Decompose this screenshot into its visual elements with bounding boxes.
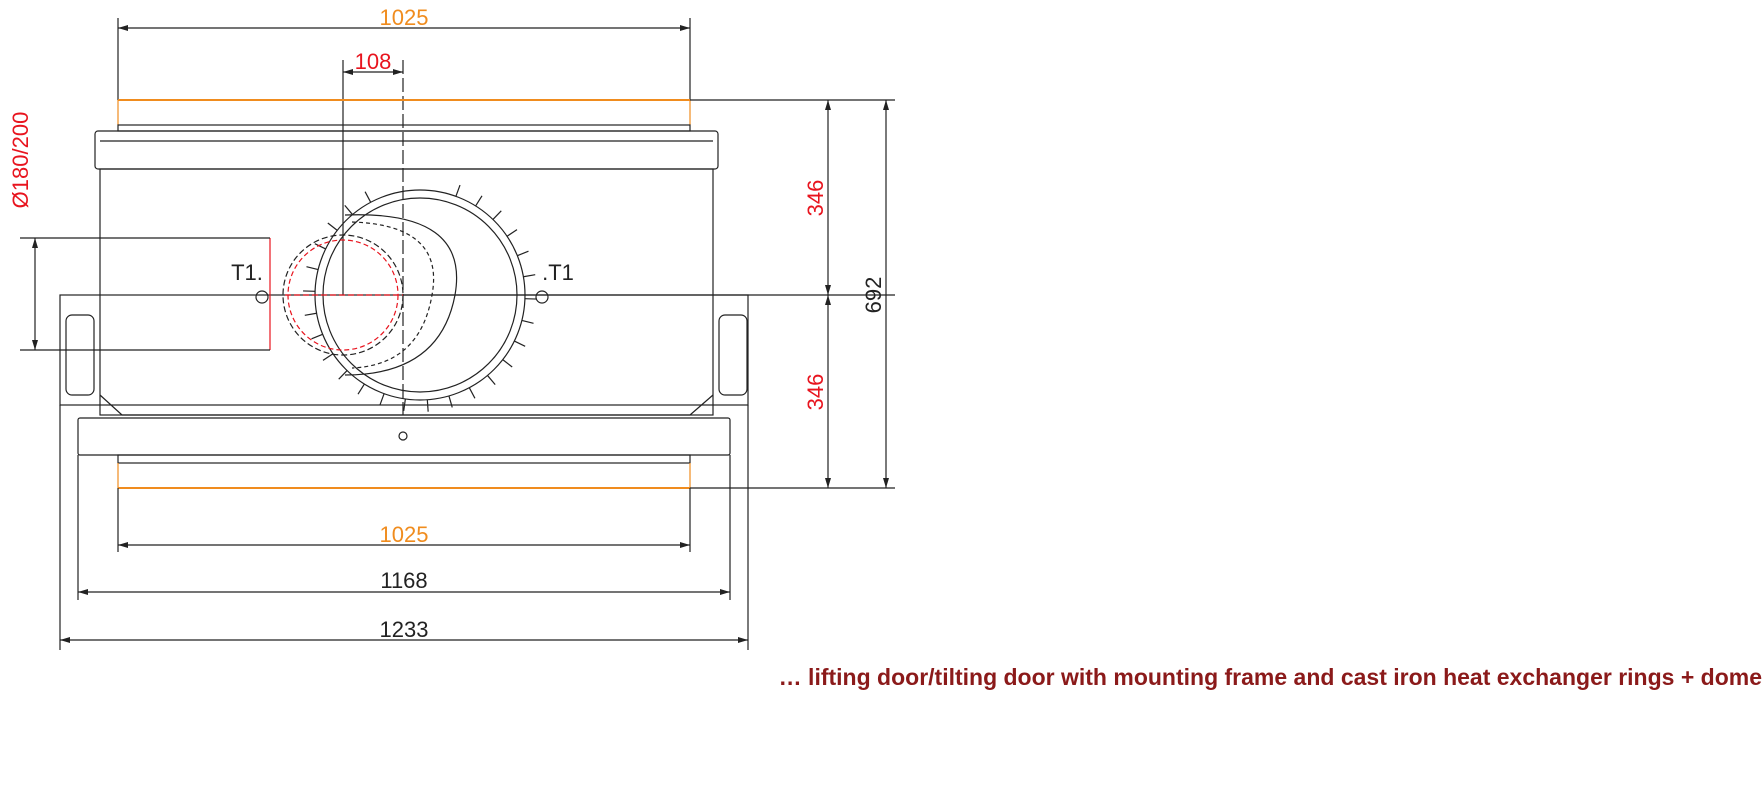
ring-fin bbox=[521, 319, 534, 324]
ring-fin bbox=[492, 210, 502, 220]
ring-fin bbox=[338, 370, 348, 380]
ring-fin bbox=[379, 393, 385, 406]
ring-fin bbox=[304, 312, 317, 316]
t1-left-label: T1. bbox=[231, 260, 263, 285]
dim-vertical bbox=[825, 100, 889, 488]
firebox-body bbox=[59, 168, 749, 416]
dim-label-1168: 1168 bbox=[380, 568, 427, 593]
dim-bottom bbox=[59, 405, 749, 650]
dim-label-lower-346: 346 bbox=[803, 374, 828, 411]
heat-exchanger-ring bbox=[303, 184, 537, 412]
dim-label-bottom-1025: 1025 bbox=[380, 522, 429, 547]
t1-right-label: .T1 bbox=[542, 260, 574, 285]
ring-fin bbox=[314, 243, 326, 250]
ring-fin bbox=[455, 184, 461, 197]
ring-fin bbox=[357, 383, 365, 395]
ring-fin bbox=[506, 229, 518, 237]
ring-fin bbox=[306, 266, 319, 271]
ring-fin bbox=[403, 398, 406, 411]
ring-fin bbox=[468, 387, 476, 399]
dim-label-1233: 1233 bbox=[380, 617, 429, 642]
ring-fin bbox=[322, 353, 334, 361]
ring-fin bbox=[517, 250, 529, 257]
ring-fin bbox=[364, 191, 372, 203]
lower-mounting-frame bbox=[77, 417, 895, 489]
dim-label-flue-diameter: Ø180/200 bbox=[8, 112, 33, 209]
flue-outlet bbox=[20, 234, 895, 356]
ring-fin bbox=[426, 399, 429, 412]
caption: … lifting door/tilting door with mountin… bbox=[778, 664, 1762, 690]
ring-fin bbox=[344, 204, 353, 215]
dim-top-1025 bbox=[117, 18, 691, 100]
dim-label-top-1025: 1025 bbox=[380, 5, 429, 30]
ring-fin bbox=[487, 375, 496, 386]
upper-mounting-frame bbox=[94, 99, 895, 170]
dim-label-upper-346: 346 bbox=[803, 180, 828, 217]
ring-fin bbox=[514, 340, 526, 347]
ring-fin bbox=[475, 195, 483, 207]
ring-fin bbox=[311, 333, 323, 340]
t1-markers bbox=[255, 290, 549, 304]
ring-fin bbox=[502, 359, 513, 368]
dim-108 bbox=[342, 60, 404, 415]
dim-label-692: 692 bbox=[861, 277, 886, 314]
ring-fin bbox=[327, 222, 338, 231]
ring-fin bbox=[448, 395, 453, 408]
ring-fin bbox=[523, 274, 536, 278]
dim-label-108: 108 bbox=[355, 49, 392, 74]
